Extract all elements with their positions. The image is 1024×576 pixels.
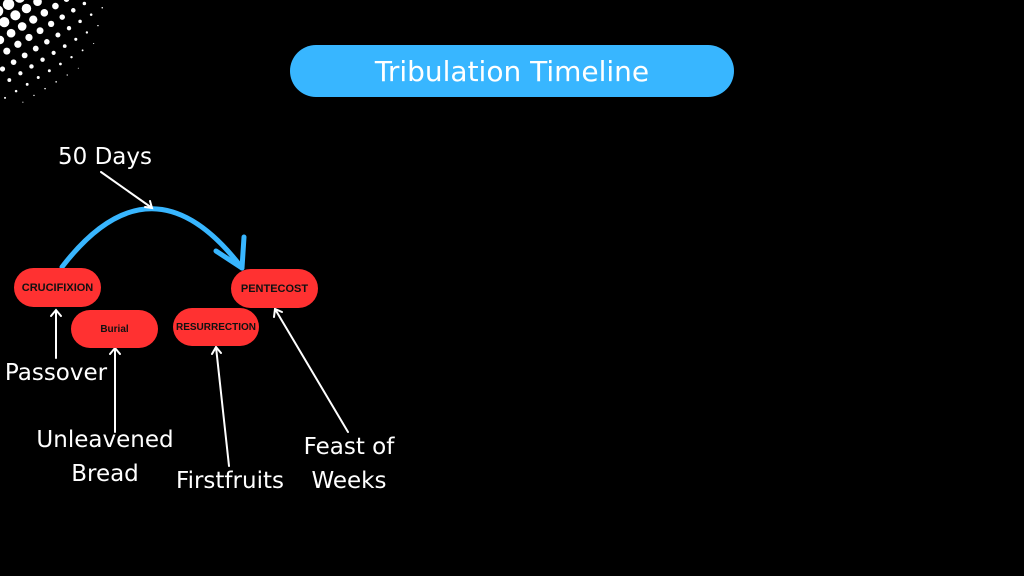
halftone-dot — [14, 89, 18, 93]
feast-of-weeks-label: Feast of Weeks — [304, 430, 395, 498]
halftone-dot — [7, 78, 12, 82]
firstfruits-pointer — [211, 345, 230, 467]
halftone-dot — [21, 3, 32, 14]
halftone-dot — [21, 52, 28, 59]
halftone-dot — [4, 96, 7, 99]
halftone-dot — [59, 62, 62, 66]
halftone-dot — [10, 10, 21, 21]
fifty-days-pointer — [100, 171, 154, 210]
halftone-dot — [0, 66, 6, 72]
halftone-dot — [85, 31, 89, 34]
crucifixion-box: CRUCIFIXION — [14, 268, 101, 307]
halftone-dot — [25, 82, 29, 86]
halftone-dot — [81, 49, 84, 52]
halftone-dot — [77, 67, 79, 69]
passover-pointer — [50, 308, 62, 359]
halftone-dot — [59, 14, 65, 20]
halftone-dot — [93, 42, 95, 45]
halftone-dot — [17, 22, 27, 31]
halftone-dot — [78, 19, 82, 24]
arc-arrowhead — [213, 234, 247, 271]
halftone-dot — [71, 8, 76, 13]
fifty-days-label: 50 Days — [58, 144, 152, 170]
halftone-dot — [0, 5, 4, 17]
halftone-dot — [51, 50, 56, 55]
halftone-dot — [14, 40, 22, 48]
firstfruits-label: Firstfruits — [176, 468, 284, 494]
title-banner: Tribulation Timeline — [290, 45, 734, 97]
halftone-dot — [74, 37, 78, 41]
halftone-decoration — [0, 0, 104, 103]
halftone-dot — [2, 0, 15, 10]
halftone-dot — [66, 26, 72, 31]
halftone-dot — [14, 0, 25, 3]
burial-box: Burial — [71, 310, 158, 348]
halftone-dot — [82, 1, 87, 6]
halftone-dot — [101, 7, 104, 9]
halftone-dot — [36, 27, 44, 35]
halftone-dot — [47, 20, 55, 28]
halftone-dot — [0, 17, 10, 28]
halftone-dot — [89, 13, 93, 16]
unleavened-bread-label: Unleavened Bread — [36, 423, 173, 491]
halftone-dot — [40, 9, 49, 17]
halftone-dot — [62, 44, 67, 48]
halftone-dot — [6, 28, 16, 38]
weeks-line1: Feast of — [303, 434, 395, 460]
weeks-pointer — [273, 307, 349, 433]
halftone-dot — [18, 71, 23, 76]
halftone-dot — [3, 47, 11, 55]
resurrection-box: RESURRECTION — [173, 308, 259, 346]
unleavened-pointer — [109, 346, 121, 433]
halftone-dot — [40, 57, 45, 62]
halftone-dot — [70, 55, 73, 59]
halftone-dot — [55, 81, 57, 83]
fifty-day-arc — [59, 206, 245, 271]
halftone-dot — [25, 33, 33, 42]
halftone-dot — [66, 74, 68, 76]
halftone-dot — [97, 24, 99, 27]
unleavened-line1: Unleavened — [36, 427, 174, 453]
weeks-line2: Weeks — [311, 468, 387, 494]
halftone-dot — [29, 15, 38, 24]
halftone-dot — [47, 69, 51, 73]
unleavened-line2: Bread — [71, 461, 139, 487]
halftone-dot — [10, 59, 17, 65]
halftone-dot — [36, 76, 40, 80]
halftone-dot — [33, 94, 35, 97]
pentecost-box: PENTECOST — [231, 269, 318, 308]
halftone-dot — [32, 45, 39, 52]
halftone-dot — [44, 87, 46, 90]
halftone-dot — [52, 2, 59, 10]
halftone-dot — [33, 0, 42, 7]
halftone-dot — [29, 64, 34, 69]
halftone-dot — [63, 0, 70, 2]
halftone-dot — [22, 101, 24, 103]
halftone-dot — [44, 39, 50, 45]
halftone-dot — [55, 32, 61, 38]
halftone-dot — [0, 35, 5, 45]
passover-label: Passover — [4, 360, 108, 386]
